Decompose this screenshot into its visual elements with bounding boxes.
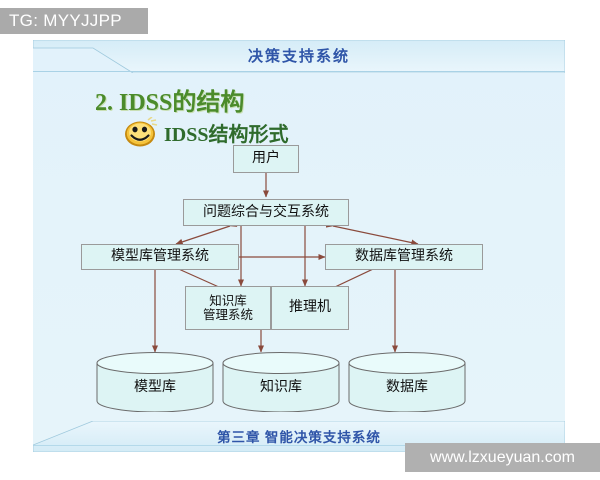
diagram-cylinder-model-base: 模型库 <box>95 352 215 413</box>
knowledge-base-label: 知识库 <box>260 380 302 395</box>
slide-header-band <box>33 40 565 73</box>
model-base-label: 模型库 <box>134 380 176 395</box>
diagram-cylinder-database: 数据库 <box>347 352 467 413</box>
section-heading: 2. IDSS的结构 <box>95 90 245 116</box>
diagram-node-user[interactable]: 用户 <box>233 145 299 173</box>
diagram-node-model-base-management-system[interactable]: 模型库管理系统 <box>81 244 239 270</box>
knowledge-base-cylinder-shape[interactable] <box>221 352 341 413</box>
diagram-node-inference-engine[interactable]: 推理机 <box>271 286 349 330</box>
slide-header-title: 决策支持系统 <box>247 49 350 65</box>
model-base-cylinder-shape[interactable] <box>95 352 215 413</box>
kb-mgr-line-1: 知识库 <box>209 294 247 308</box>
diagram-node-database-management-system[interactable]: 数据库管理系统 <box>325 244 483 270</box>
diagram-cylinder-knowledge-base: 知识库 <box>221 352 341 413</box>
subsection-heading-text: IDSS结构形式 <box>164 123 289 146</box>
presentation-slide: 决策支持系统 2. IDSS的结构 IDSS结构形式 <box>33 40 565 452</box>
kb-mgr-line-2: 管理系统 <box>202 308 253 322</box>
diagram-node-knowledge-base-management-system[interactable]: 知识库 管理系统 <box>185 286 271 330</box>
slide-footer-title: 第三章 智能决策支持系统 <box>217 430 381 445</box>
tg-tag-overlay: TG: MYYJJPP <box>0 8 148 34</box>
smiley-face-icon <box>125 117 158 147</box>
subsection-heading-row: IDSS结构形式 <box>121 116 288 148</box>
diagram-node-problem-interaction-system[interactable]: 问题综合与交互系统 <box>183 199 349 226</box>
database-label: 数据库 <box>386 380 428 395</box>
site-watermark: www.lzxueyuan.com <box>405 443 600 472</box>
database-cylinder-shape[interactable] <box>347 352 467 413</box>
